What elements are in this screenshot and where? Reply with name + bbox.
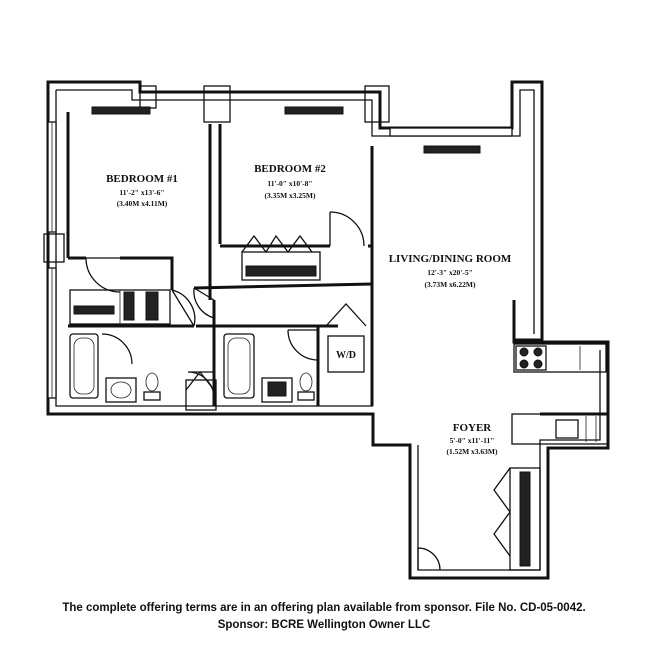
interior-walls [66, 112, 608, 416]
windows [47, 106, 513, 399]
room-label-bedroom2: BEDROOM #2 11'-0" x10'-8" (3.35M x3.25M) [254, 163, 326, 200]
living-dim-imperial: 12'-3" x20'-5" [427, 268, 473, 277]
foyer-dim-metric: (1.52M x3.63M) [446, 447, 498, 456]
washer-dryer-label: W/D [336, 350, 356, 361]
foyer-name: FOYER [453, 422, 493, 434]
doors [85, 211, 441, 571]
bedroom1-name: BEDROOM #1 [106, 173, 178, 185]
closets [69, 234, 541, 571]
foyer-dim-imperial: 5'-0" x11'-11" [450, 436, 495, 445]
bathroom-2 [223, 333, 315, 403]
living-name: LIVING/DINING ROOM [389, 253, 512, 265]
bedroom2-dim-imperial: 11'-0" x10'-8" [267, 179, 312, 188]
bedroom1-dim-imperial: 11'-2" x13'-6" [119, 188, 164, 197]
living-dim-metric: (3.73M x6.22M) [424, 280, 476, 289]
bedroom1-dim-metric: (3.40M x4.11M) [117, 199, 168, 208]
bedroom2-dim-metric: (3.35M x3.25M) [264, 191, 316, 200]
room-label-living: LIVING/DINING ROOM 12'-3" x20'-5" (3.73M… [389, 253, 512, 289]
floor-plan: BEDROOM #1 11'-2" x13'-6" (3.40M x4.11M)… [43, 80, 610, 580]
bathroom-1 [69, 333, 161, 403]
room-label-bedroom1: BEDROOM #1 11'-2" x13'-6" (3.40M x4.11M) [106, 173, 178, 208]
bedroom2-name: BEDROOM #2 [254, 163, 326, 175]
footer: The complete offering terms are in an of… [0, 600, 648, 634]
offering-terms-text: The complete offering terms are in an of… [62, 602, 586, 614]
kitchen [511, 343, 609, 445]
sponsor-text: Sponsor: BCRE Wellington Owner LLC [217, 619, 431, 631]
closet-rod-bedroom1 [73, 290, 159, 324]
room-label-foyer: FOYER 5'-0" x11'-11" (1.52M x3.63M) [446, 422, 498, 456]
